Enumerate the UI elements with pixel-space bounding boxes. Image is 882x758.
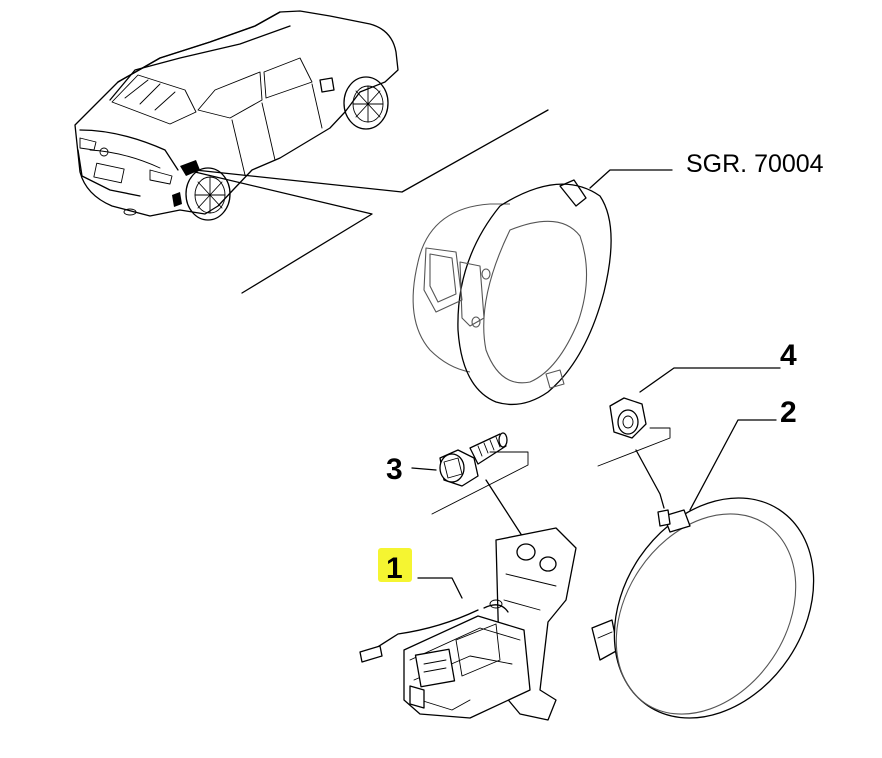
nut-axis-line [597, 427, 671, 467]
leader-part-2 [689, 419, 777, 511]
reference-leader-line [589, 169, 673, 189]
part-3-label: 3 [386, 453, 403, 486]
part-4-label: 4 [780, 339, 797, 372]
part-1-label: 1 [386, 552, 403, 585]
leader-part-1 [417, 577, 463, 599]
nut-part-4 [609, 397, 647, 439]
nut-direction-line [635, 449, 665, 509]
fuel-door-part-2 [591, 497, 815, 719]
part-2-label: 2 [780, 396, 797, 429]
actuator-part-1 [359, 527, 577, 721]
part-1-highlight [378, 548, 412, 582]
bolt-axis-line [431, 451, 529, 515]
bolt-direction-line [485, 479, 529, 546]
location-lines [194, 109, 549, 294]
car-illustration [74, 10, 399, 221]
bolt-part-3 [439, 432, 508, 487]
leader-part-4 [639, 367, 781, 393]
reference-label: SGR. 70004 [686, 150, 824, 178]
fuel-filler-housing [412, 179, 612, 406]
leader-part-3 [411, 467, 437, 471]
